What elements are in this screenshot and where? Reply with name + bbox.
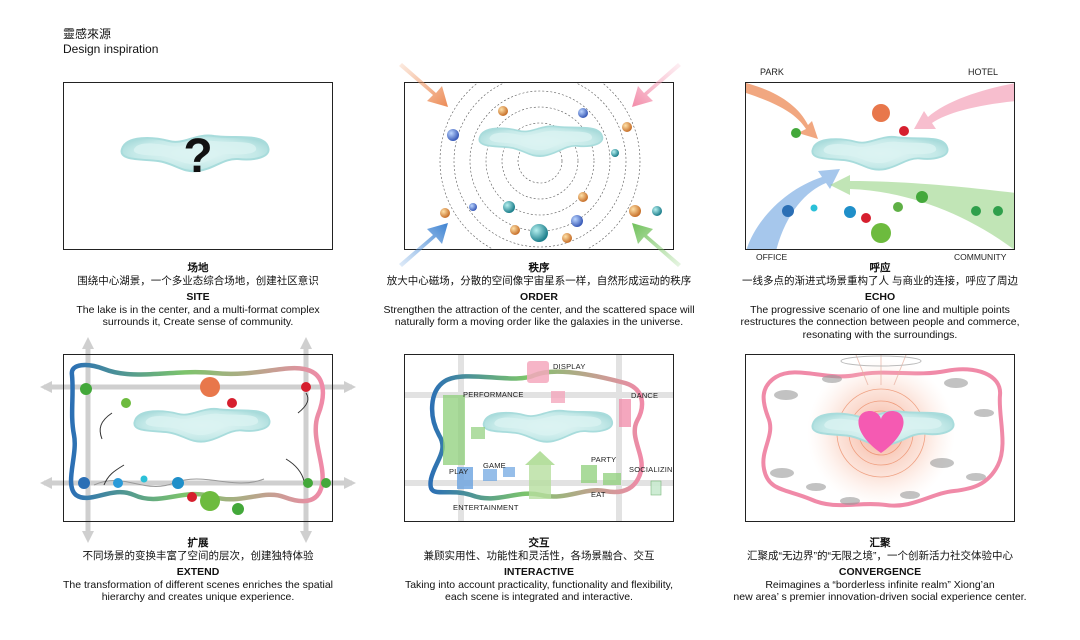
scene-blocks: [443, 361, 662, 499]
panel-site: ?: [63, 82, 333, 250]
label-play: PLAY: [449, 467, 469, 476]
extend-en-desc-1: The transformation of different scenes e…: [62, 578, 334, 591]
top-structure: [840, 355, 922, 367]
arrow-orange: [399, 63, 448, 107]
grid-arrowheads: [40, 337, 356, 543]
site-en-title: SITE: [186, 291, 210, 303]
flow-arrows: [99, 392, 309, 486]
caption-convergence: 汇聚 汇聚成“无边界”的“无限之境”，一个创新活力社交体验中心 CONVERGE…: [710, 537, 1050, 604]
grid-lines: [44, 345, 352, 535]
arrow-pink: [632, 63, 681, 107]
convergence-diagram: [761, 355, 1005, 508]
caption-site: 场地 围绕中心湖景，一个多业态综合场地，创建社区意识 SITE The lake…: [28, 262, 368, 329]
extend-loop: [68, 362, 326, 504]
caption-interactive: 交互 兼顾实用性、功能性和灵活性，各场景融合、交互 INTERACTIVE Ta…: [369, 537, 709, 604]
heart-icon: [858, 411, 904, 453]
echo-points: [782, 104, 1003, 243]
echo-en-title: ECHO: [864, 291, 896, 303]
convergence-en-desc-1: Reimagines a “borderless infinite realm”…: [765, 578, 995, 591]
order-en-desc-2: naturally form a moving order like the g…: [394, 316, 684, 328]
interactive-cn-title: 交互: [528, 537, 550, 549]
order-arrows: [399, 63, 681, 267]
page-header: 靈感來源 Design inspiration: [63, 27, 158, 57]
convergence-en-desc-2: new area’ s premier innovation-driven so…: [733, 591, 1027, 603]
extend-grid-arrows: [40, 337, 356, 543]
question-mark: ?: [183, 130, 213, 183]
label-office: OFFICE: [756, 252, 788, 262]
arrow-green: [632, 223, 681, 267]
order-cn-title: 秩序: [528, 262, 550, 274]
echo-en-desc-2: restructures the connection between peop…: [740, 316, 1020, 328]
interactive-cn-desc: 兼顾实用性、功能性和灵活性，各场景融合、交互: [423, 549, 655, 562]
planet-balls: [440, 106, 662, 243]
label-game: GAME: [483, 461, 506, 470]
panel-echo: [745, 82, 1015, 250]
site-cn-title: 场地: [187, 262, 209, 274]
interactive-diagram: [405, 355, 673, 521]
lake-shape: [482, 409, 614, 443]
site-cn-desc: 围绕中心湖景，一个多业态综合场地，创建社区意识: [77, 274, 319, 287]
label-eat: EAT: [591, 490, 606, 499]
label-performance: PERFORMANCE: [463, 390, 524, 399]
scene-clusters: [770, 375, 994, 505]
site-en-desc-2: surrounds it, Create sense of community.: [102, 316, 294, 328]
interactive-en-title: INTERACTIVE: [503, 566, 574, 578]
light-rays: [855, 355, 907, 386]
extend-diagram: [68, 362, 331, 515]
extend-cn-desc: 不同场景的变换丰富了空间的层次，创建独特体验: [82, 549, 314, 562]
label-dance: DANCE: [631, 391, 659, 400]
label-display: DISPLAY: [553, 362, 586, 371]
lake-shape: [133, 407, 271, 443]
lake-shape: [811, 135, 949, 171]
arrow-blue: [399, 223, 448, 267]
echo-en-desc-1: The progressive scenario of one line and…: [750, 303, 1010, 316]
panel-interactive: DISPLAY PERFORMANCE DANCE PARTY SOCIALIZ…: [404, 354, 674, 522]
arrow-hotel: [914, 83, 1014, 129]
echo-cn-title: 呼应: [869, 262, 891, 274]
panel-extend: [63, 354, 333, 522]
caption-extend: 扩展 不同场景的变换丰富了空间的层次，创建独特体验 EXTEND The tra…: [28, 537, 368, 604]
echo-cn-desc: 一线多点的渐进式场景重构了人 与商业的连接，呼应了周边: [742, 274, 1018, 287]
caption-order: 秩序 放大中心磁场，分散的空间像宇宙星系一样，自然形成运动的秩序 ORDER S…: [369, 262, 709, 329]
caption-echo: 呼应 一线多点的渐进式场景重构了人 与商业的连接，呼应了周边 ECHO The …: [710, 262, 1050, 341]
echo-en-desc-3: resonating with the surroundings.: [802, 328, 958, 341]
order-en-title: ORDER: [520, 291, 558, 303]
order-cn-desc: 放大中心磁场，分散的空间像宇宙星系一样，自然形成运动的秩序: [386, 274, 692, 287]
panel-convergence: [745, 354, 1015, 522]
echo-diagram: [746, 83, 1014, 249]
extend-cn-title: 扩展: [187, 537, 209, 549]
extend-points: [78, 377, 331, 515]
extend-en-desc-2: hierarchy and creates unique experience.: [101, 591, 295, 603]
arrow-park: [746, 83, 818, 139]
label-entertainment: ENTERTAINMENT: [453, 503, 519, 512]
label-community: COMMUNITY: [954, 252, 1007, 262]
interactive-en-desc-1: Taking into account practicality, functi…: [404, 578, 674, 591]
label-hotel: HOTEL: [968, 67, 999, 77]
convergence-cn-title: 汇聚: [869, 537, 891, 549]
site-en-desc-1: The lake is in the center, and a multi-f…: [76, 303, 320, 316]
extend-en-title: EXTEND: [176, 566, 220, 578]
convergence-cn-desc: 汇聚成“无边界”的“无限之境”，一个创新活力社交体验中心: [747, 549, 1013, 562]
panel-order: [404, 82, 674, 250]
interactive-en-desc-2: each scene is integrated and interactive…: [445, 591, 633, 603]
orbit-rings: [439, 83, 641, 249]
arrow-community: [830, 175, 1014, 249]
header-en: Design inspiration: [63, 42, 159, 56]
convergence-en-title: CONVERGENCE: [838, 566, 922, 578]
order-en-desc-1: Strengthen the attraction of the center,…: [383, 303, 695, 316]
label-park: PARK: [760, 67, 784, 77]
header-cn: 靈感來源: [63, 27, 112, 41]
interactive-loop: [428, 369, 645, 501]
order-diagram: [439, 83, 662, 249]
label-socializing: SOCIALIZING: [629, 465, 674, 474]
label-party: PARTY: [591, 455, 617, 464]
